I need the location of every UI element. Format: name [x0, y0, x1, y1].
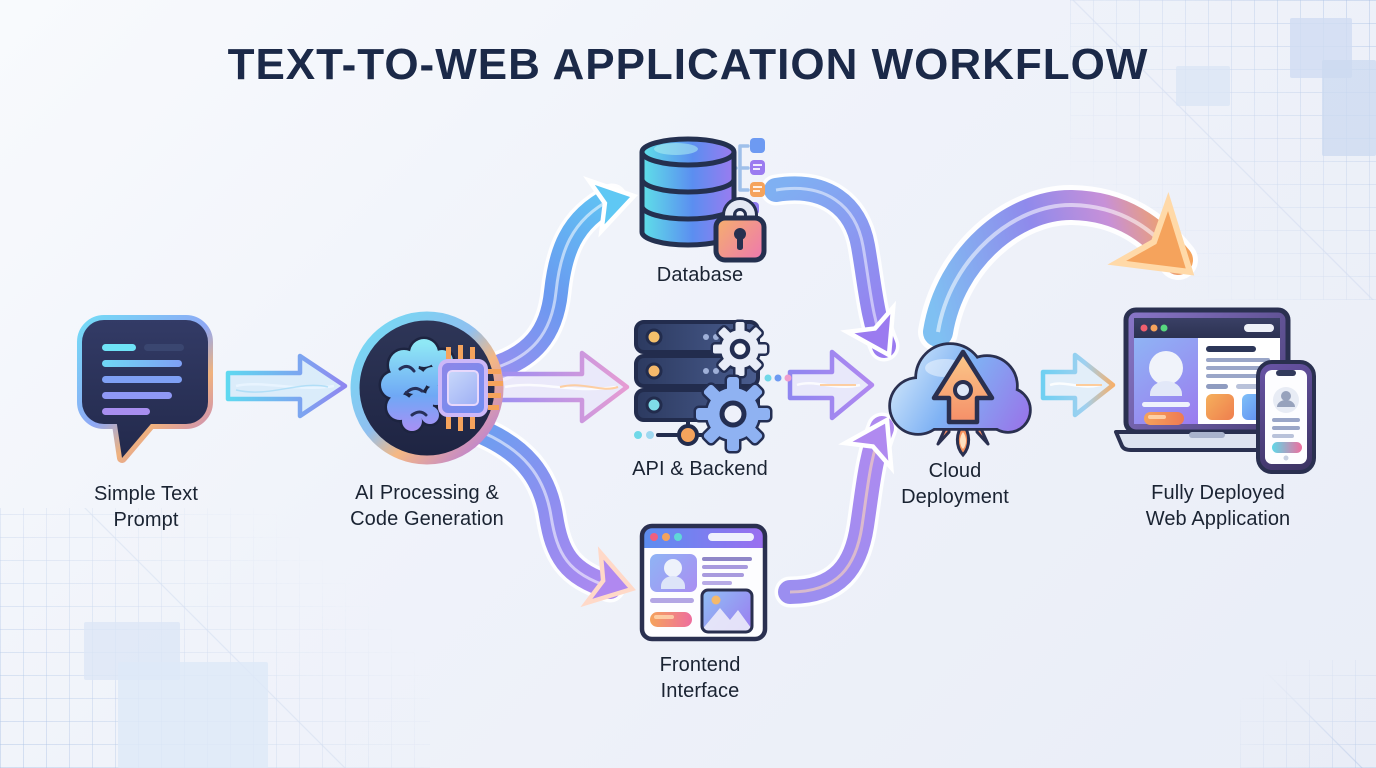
node-api-backend: [626, 316, 796, 461]
arrow-prompt-to-ai: [225, 353, 348, 419]
node-simple-text-prompt: [70, 310, 220, 485]
label-database: Database: [656, 264, 744, 286]
database-lock-icon: [639, 136, 767, 263]
node-database: [628, 132, 778, 277]
label-cloud-deployment: Cloud Deployment: [901, 460, 1009, 508]
cloud-upload-rocket-icon: [870, 318, 1040, 458]
server-gears-icon: [634, 316, 792, 456]
label-ai-processing: AI Processing & Code Generation: [350, 482, 504, 530]
background-square: [1322, 60, 1376, 156]
arrow-api-to-cloud: [787, 349, 875, 421]
arrow-cloud-to-app: [1040, 352, 1116, 418]
label-api-backend: API & Backend: [632, 458, 768, 480]
arrow-ai-to-api: [494, 350, 630, 424]
chat-bubble-icon: [70, 310, 220, 480]
node-ai-processing: [342, 303, 512, 478]
node-deployed-app: [1112, 306, 1324, 483]
browser-window-icon: [639, 523, 768, 642]
background-square: [118, 662, 268, 768]
ai-brain-chip-icon: [350, 311, 504, 465]
label-deployed-app: Fully Deployed Web Application: [1145, 482, 1291, 530]
label-simple-text-prompt: Simple Text Prompt: [93, 483, 199, 531]
label-frontend-interface: Frontend Interface: [659, 654, 741, 702]
node-frontend-interface: [636, 520, 771, 650]
node-cloud-deployment: [870, 318, 1040, 478]
diagram-title: TEXT-TO-WEB APPLICATION WORKFLOW: [227, 40, 1149, 89]
laptop-phone-icon: [1114, 307, 1316, 474]
background-square: [1176, 66, 1230, 106]
background-grid-bottom-right: [1240, 660, 1376, 768]
